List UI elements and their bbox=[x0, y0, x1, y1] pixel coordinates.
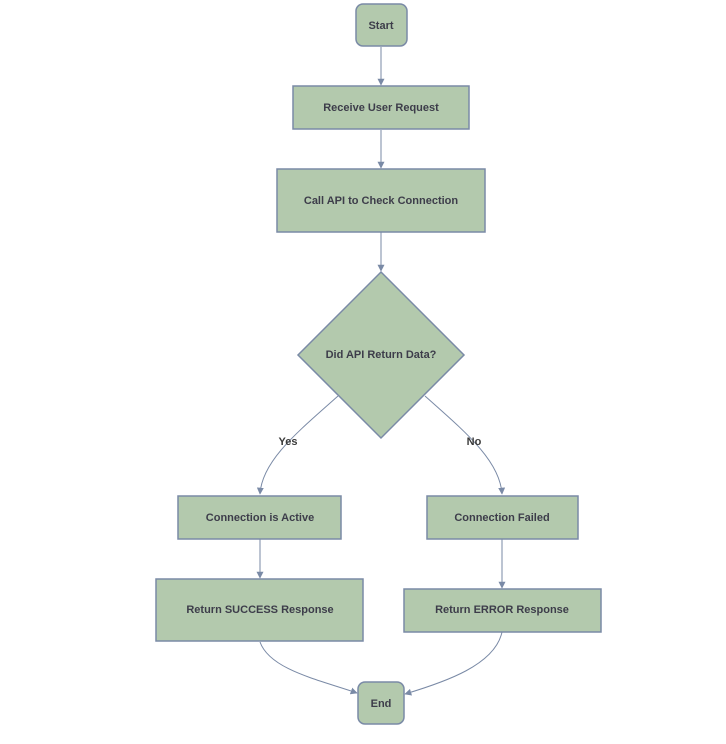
node-return-error-label: Return ERROR Response bbox=[435, 604, 569, 616]
node-connection-failed[interactable]: Connection Failed bbox=[426, 495, 579, 540]
edge-decision-to-active bbox=[256, 395, 339, 495]
node-return-error[interactable]: Return ERROR Response bbox=[403, 588, 602, 633]
node-decision[interactable]: Did API Return Data? bbox=[296, 270, 466, 440]
node-connection-active-label: Connection is Active bbox=[206, 512, 314, 524]
edge-error-to-end bbox=[404, 631, 503, 696]
node-end-label: End bbox=[371, 698, 392, 710]
edge-decision-to-failed bbox=[424, 395, 506, 495]
node-receive-user-request[interactable]: Receive User Request bbox=[292, 85, 470, 130]
node-call-api[interactable]: Call API to Check Connection bbox=[276, 168, 486, 233]
node-receive-user-request-label: Receive User Request bbox=[323, 102, 439, 114]
edge-success-to-end bbox=[259, 641, 358, 695]
node-start-label: Start bbox=[368, 20, 393, 32]
node-end[interactable]: End bbox=[357, 681, 405, 725]
edge-label-no: No bbox=[467, 436, 482, 448]
node-return-success[interactable]: Return SUCCESS Response bbox=[155, 578, 364, 642]
node-connection-failed-label: Connection Failed bbox=[454, 512, 549, 524]
node-return-success-label: Return SUCCESS Response bbox=[186, 604, 333, 616]
edge-label-yes: Yes bbox=[279, 436, 298, 448]
node-decision-label: Did API Return Data? bbox=[326, 349, 437, 361]
node-call-api-label: Call API to Check Connection bbox=[304, 195, 459, 207]
node-start[interactable]: Start bbox=[355, 3, 408, 47]
node-connection-active[interactable]: Connection is Active bbox=[177, 495, 342, 540]
